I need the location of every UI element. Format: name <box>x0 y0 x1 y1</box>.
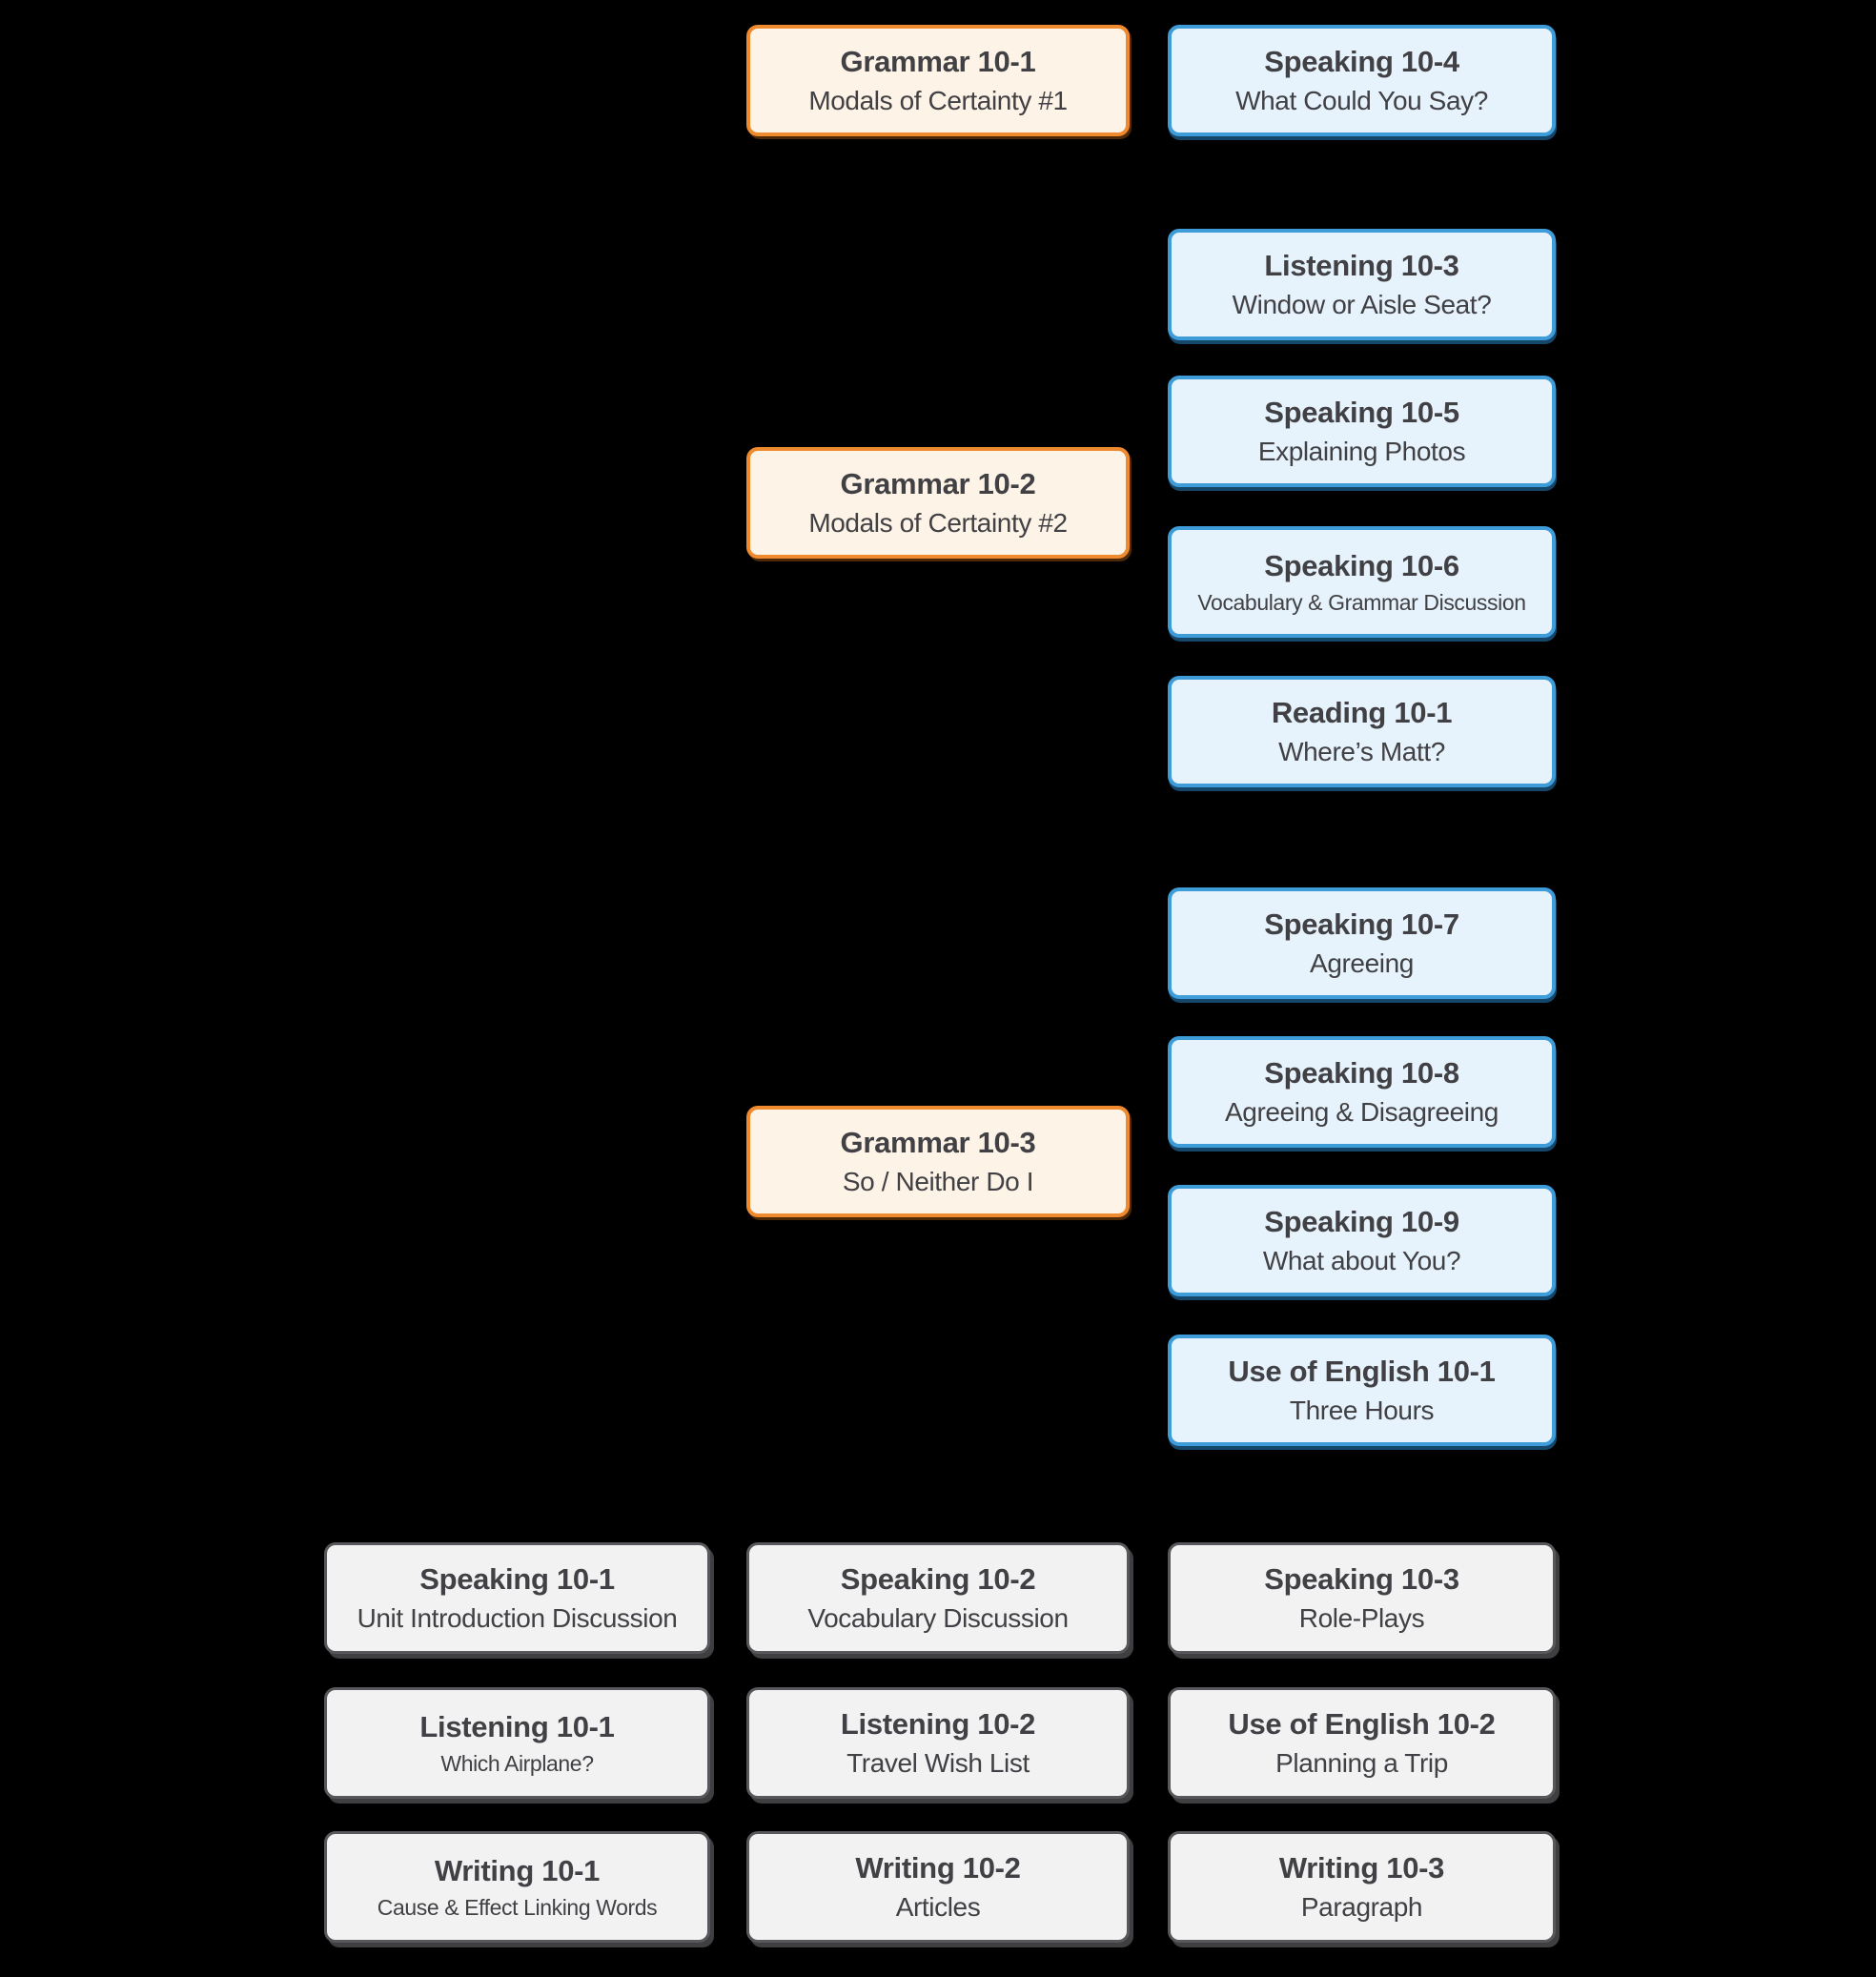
grammar-10-1-box[interactable]: Grammar 10-1 Modals of Certainty #1 <box>746 25 1130 136</box>
lesson-title: Speaking 10-7 <box>1264 907 1459 941</box>
lesson-title: Use of English 10-2 <box>1228 1706 1496 1741</box>
listening-10-3-box[interactable]: Listening 10-3 Window or Aisle Seat? <box>1168 229 1556 340</box>
lesson-subtitle: Cause & Effect Linking Words <box>377 1894 658 1920</box>
lesson-title: Use of English 10-1 <box>1228 1354 1496 1388</box>
lesson-subtitle: Articles <box>895 1891 981 1922</box>
grammar-10-3-box[interactable]: Grammar 10-3 So / Neither Do I <box>746 1106 1130 1217</box>
writing-10-3-box[interactable]: Writing 10-3 Paragraph <box>1168 1831 1556 1943</box>
lesson-subtitle: Unit Introduction Discussion <box>357 1602 678 1633</box>
lesson-title: Listening 10-3 <box>1264 248 1459 282</box>
lesson-subtitle: Modals of Certainty #2 <box>808 507 1068 538</box>
lesson-title: Grammar 10-2 <box>840 466 1036 500</box>
lesson-subtitle: Planning a Trip <box>1275 1747 1448 1778</box>
use-of-english-10-2-box[interactable]: Use of English 10-2 Planning a Trip <box>1168 1687 1556 1799</box>
lesson-title: Speaking 10-2 <box>840 1561 1036 1596</box>
lesson-subtitle: Agreeing & Disagreeing <box>1225 1096 1499 1127</box>
lesson-title: Writing 10-1 <box>434 1853 601 1887</box>
lesson-subtitle: Where’s Matt? <box>1278 736 1445 766</box>
speaking-10-4-box[interactable]: Speaking 10-4 What Could You Say? <box>1168 25 1556 136</box>
reading-10-1-box[interactable]: Reading 10-1 Where’s Matt? <box>1168 676 1556 787</box>
lesson-subtitle: Travel Wish List <box>846 1747 1030 1778</box>
lesson-title: Speaking 10-1 <box>419 1561 615 1596</box>
lesson-title: Speaking 10-9 <box>1264 1204 1459 1238</box>
lesson-subtitle: Vocabulary Discussion <box>807 1602 1069 1633</box>
lesson-title: Listening 10-1 <box>419 1709 615 1743</box>
lesson-subtitle: Explaining Photos <box>1257 436 1466 466</box>
lesson-subtitle: Role-Plays <box>1298 1602 1425 1633</box>
writing-10-2-box[interactable]: Writing 10-2 Articles <box>746 1831 1130 1943</box>
lesson-subtitle: So / Neither Do I <box>842 1166 1034 1196</box>
writing-10-1-box[interactable]: Writing 10-1 Cause & Effect Linking Word… <box>324 1831 710 1943</box>
speaking-10-7-box[interactable]: Speaking 10-7 Agreeing <box>1168 887 1556 999</box>
speaking-10-6-box[interactable]: Speaking 10-6 Vocabulary & Grammar Discu… <box>1168 526 1556 638</box>
lesson-subtitle: Modals of Certainty #1 <box>808 85 1068 115</box>
lesson-title: Writing 10-3 <box>1278 1850 1445 1885</box>
lesson-title: Reading 10-1 <box>1271 695 1453 729</box>
listening-10-2-box[interactable]: Listening 10-2 Travel Wish List <box>746 1687 1130 1799</box>
lesson-title: Speaking 10-5 <box>1264 395 1459 429</box>
speaking-10-3-box[interactable]: Speaking 10-3 Role-Plays <box>1168 1542 1556 1654</box>
lesson-title: Writing 10-2 <box>855 1850 1021 1885</box>
lesson-subtitle: Three Hours <box>1289 1395 1435 1425</box>
speaking-10-9-box[interactable]: Speaking 10-9 What about You? <box>1168 1185 1556 1296</box>
lesson-subtitle: Which Airplane? <box>440 1750 594 1776</box>
listening-10-1-box[interactable]: Listening 10-1 Which Airplane? <box>324 1687 710 1799</box>
lesson-title: Grammar 10-3 <box>840 1125 1036 1159</box>
speaking-10-2-box[interactable]: Speaking 10-2 Vocabulary Discussion <box>746 1542 1130 1654</box>
grammar-10-2-box[interactable]: Grammar 10-2 Modals of Certainty #2 <box>746 447 1130 559</box>
lesson-title: Speaking 10-3 <box>1264 1561 1459 1596</box>
lesson-title: Listening 10-2 <box>840 1706 1036 1741</box>
lesson-title: Speaking 10-4 <box>1264 44 1459 78</box>
lesson-subtitle: Paragraph <box>1300 1891 1423 1922</box>
lesson-title: Grammar 10-1 <box>840 44 1036 78</box>
lesson-title: Speaking 10-6 <box>1264 548 1459 582</box>
use-of-english-10-1-box[interactable]: Use of English 10-1 Three Hours <box>1168 1335 1556 1446</box>
lesson-title: Speaking 10-8 <box>1264 1055 1459 1090</box>
speaking-10-5-box[interactable]: Speaking 10-5 Explaining Photos <box>1168 376 1556 487</box>
lesson-subtitle: Vocabulary & Grammar Discussion <box>1197 589 1526 615</box>
lesson-subtitle: What Could You Say? <box>1235 85 1488 115</box>
lesson-subtitle: Agreeing <box>1310 948 1414 978</box>
lesson-subtitle: What about You? <box>1262 1245 1461 1275</box>
speaking-10-1-box[interactable]: Speaking 10-1 Unit Introduction Discussi… <box>324 1542 710 1654</box>
lesson-subtitle: Window or Aisle Seat? <box>1232 289 1492 319</box>
speaking-10-8-box[interactable]: Speaking 10-8 Agreeing & Disagreeing <box>1168 1036 1556 1148</box>
